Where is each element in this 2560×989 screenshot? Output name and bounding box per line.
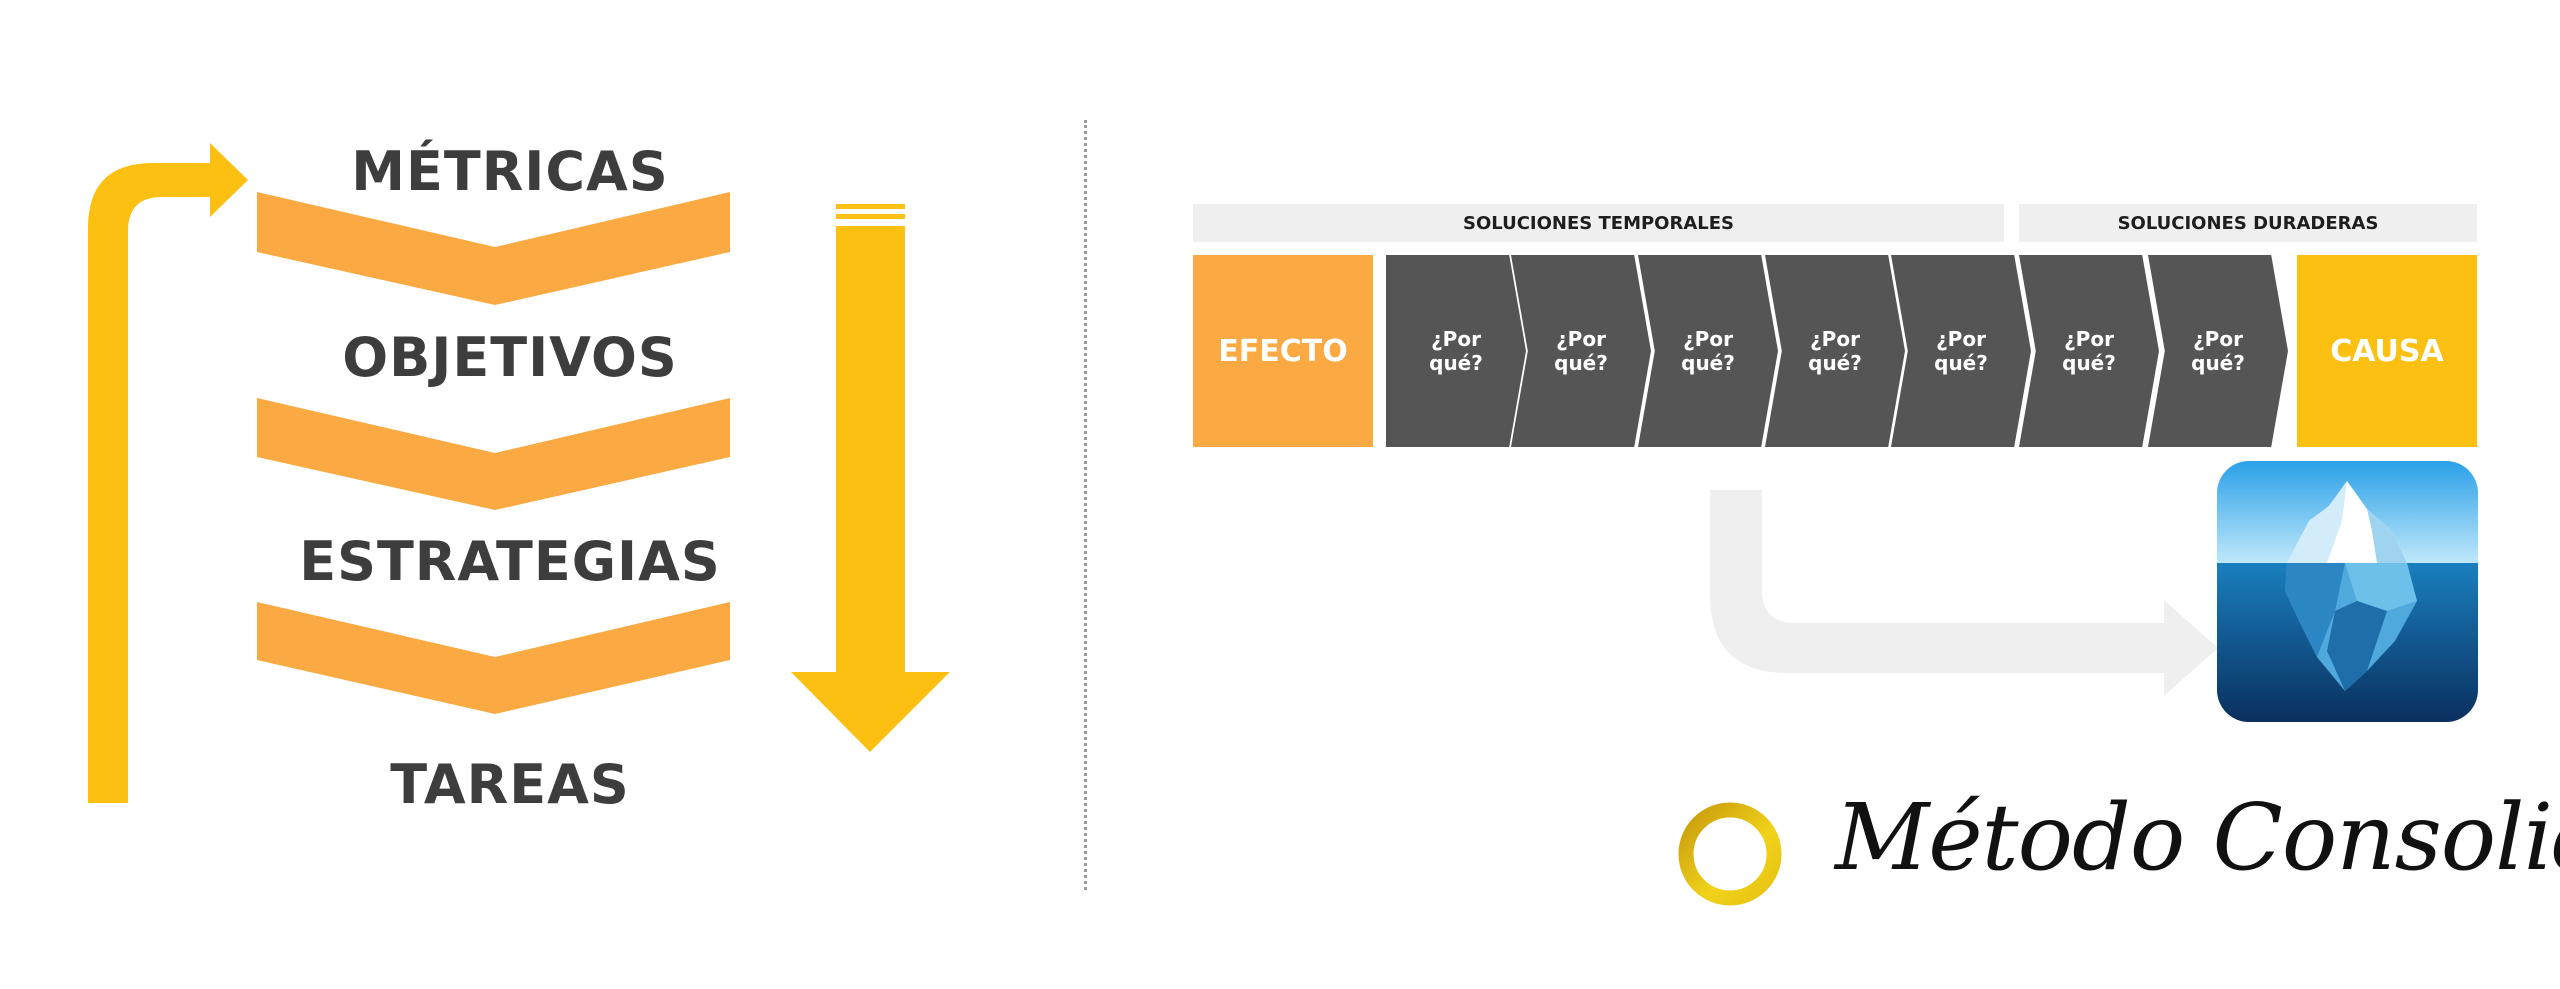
level-metricas: MÉTRICAS	[351, 140, 669, 203]
upward-arrow	[88, 143, 248, 803]
hierarchy-graphics	[88, 143, 950, 803]
why-label: ¿Por qué?	[1681, 327, 1735, 375]
chevron-2	[257, 398, 730, 510]
why-step-1: ¿Por qué?	[1386, 255, 1526, 447]
durable-solutions-header: SOLUCIONES DURADERAS	[2019, 204, 2477, 242]
effect-box: EFECTO	[1193, 255, 1373, 447]
why-label: ¿Por qué?	[1934, 327, 1988, 375]
why-step-5: ¿Por qué?	[1891, 255, 2031, 447]
iceberg-icon	[2217, 461, 2478, 722]
cause-box: CAUSA	[2297, 255, 2477, 447]
why-label: ¿Por qué?	[2062, 327, 2116, 375]
why-step-3: ¿Por qué?	[1638, 255, 1778, 447]
bent-arrow	[1710, 490, 2218, 696]
down-arrow-cap-1	[836, 204, 905, 209]
why-label: ¿Por qué?	[1808, 327, 1862, 375]
why-step-4: ¿Por qué?	[1765, 255, 1905, 447]
why-label: ¿Por qué?	[1429, 327, 1483, 375]
temporal-solutions-header: SOLUCIONES TEMPORALES	[1193, 204, 2004, 242]
chevron-3	[257, 602, 730, 714]
level-objetivos: OBJETIVOS	[342, 326, 678, 389]
why-label: ¿Por qué?	[1554, 327, 1608, 375]
ring-logo-icon	[1678, 802, 1782, 906]
level-tareas: TAREAS	[390, 753, 630, 816]
level-estrategias: ESTRATEGIAS	[299, 530, 721, 593]
downward-arrow	[791, 226, 950, 752]
why-step-7: ¿Por qué?	[2148, 255, 2288, 447]
why-step-2: ¿Por qué?	[1511, 255, 1651, 447]
why-label: ¿Por qué?	[2191, 327, 2245, 375]
why-step-6: ¿Por qué?	[2019, 255, 2159, 447]
down-arrow-cap-2	[836, 214, 905, 219]
chevron-1	[257, 192, 730, 305]
brand-name: Método Consolida	[1835, 784, 2560, 891]
divider	[1084, 120, 1087, 890]
